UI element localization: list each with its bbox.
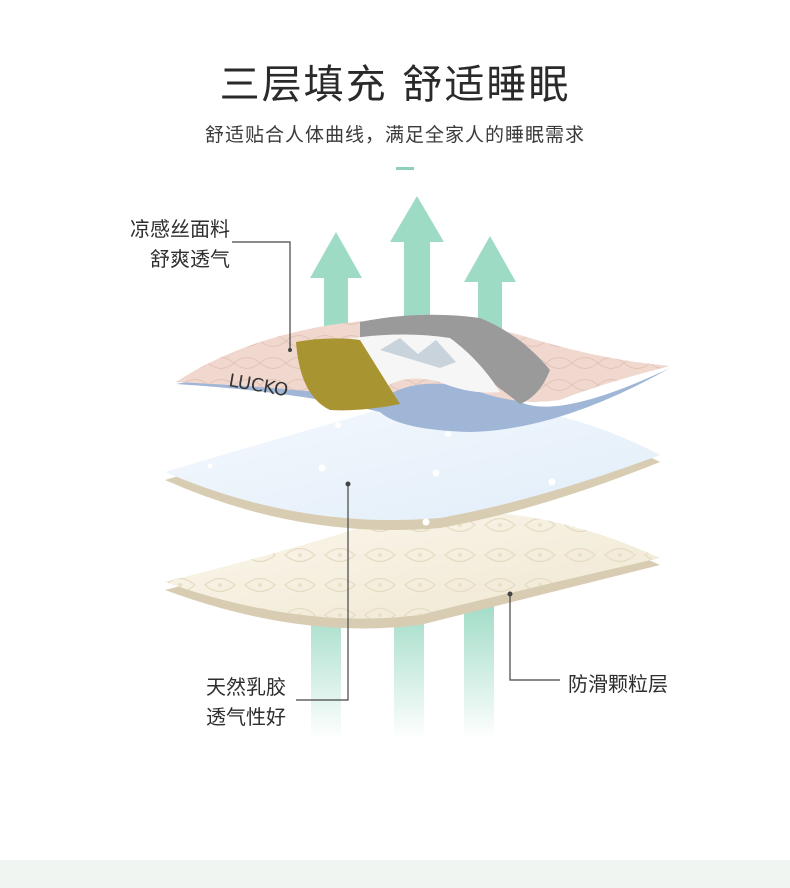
label-cooling-fabric-line1: 凉感丝面料 [130, 217, 230, 241]
arrow-right-icon [464, 236, 516, 340]
foam-layer [165, 402, 660, 530]
arrow-center-icon [390, 196, 444, 330]
page-subtitle: 舒适贴合人体曲线，满足全家人的睡眠需求 [204, 124, 585, 146]
footer-band [0, 860, 790, 888]
label-natural-latex-line2: 透气性好 [206, 705, 286, 729]
label-anti-slip-layer: 防滑颗粒层 [568, 672, 668, 696]
page-title: 三层填充 舒适睡眠 [219, 62, 571, 108]
label-cooling-fabric: 凉感丝面料 舒爽透气 [96, 214, 230, 274]
arrow-left-icon [310, 232, 362, 340]
label-natural-latex: 天然乳胶 透气性好 [182, 672, 286, 732]
latex-layer [165, 511, 660, 629]
label-cooling-fabric-line2: 舒爽透气 [150, 247, 230, 271]
leader-lines [232, 241, 560, 701]
fabric-layer: LUCKO [176, 314, 670, 432]
accent-dash [396, 167, 414, 170]
label-natural-latex-line1: 天然乳胶 [206, 675, 286, 699]
